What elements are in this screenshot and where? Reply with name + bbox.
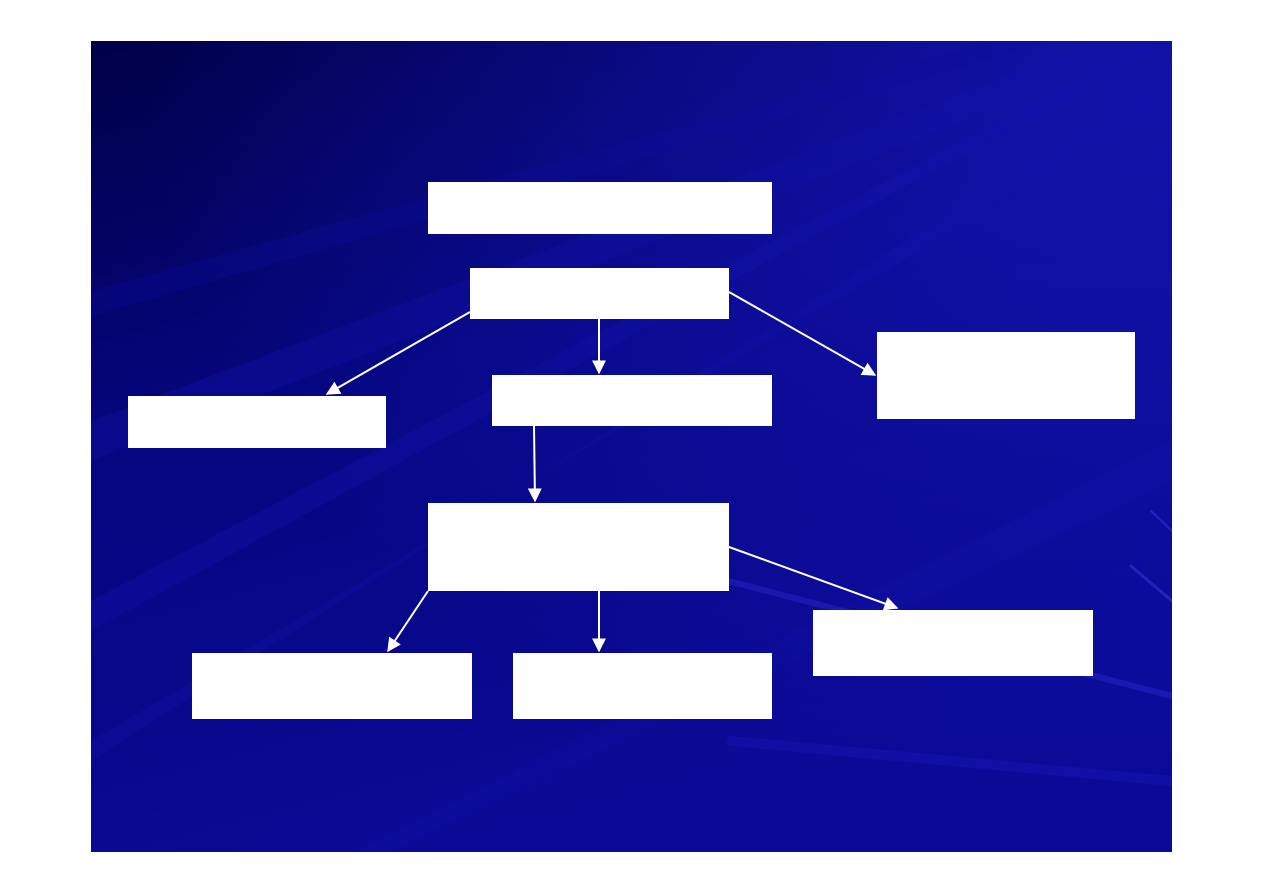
node-bottom-center — [513, 653, 772, 719]
connector-second-to-right — [728, 291, 877, 376]
node-right — [877, 332, 1135, 419]
connector-mid-to-bottom-left — [387, 590, 429, 653]
node-bottom-left — [192, 653, 472, 719]
node-top — [428, 182, 772, 234]
diagram-background — [91, 41, 1172, 852]
connector-mid-to-bottom-right — [728, 546, 899, 611]
node-left — [128, 396, 386, 448]
slide-canvas — [91, 41, 1172, 852]
node-bottom-right — [813, 610, 1093, 676]
connector-second-to-left — [325, 311, 471, 395]
connectors — [325, 291, 899, 653]
node-second — [470, 268, 729, 319]
connector-center-to-mid — [527, 425, 542, 503]
node-center — [492, 375, 772, 426]
node-mid — [428, 503, 729, 591]
